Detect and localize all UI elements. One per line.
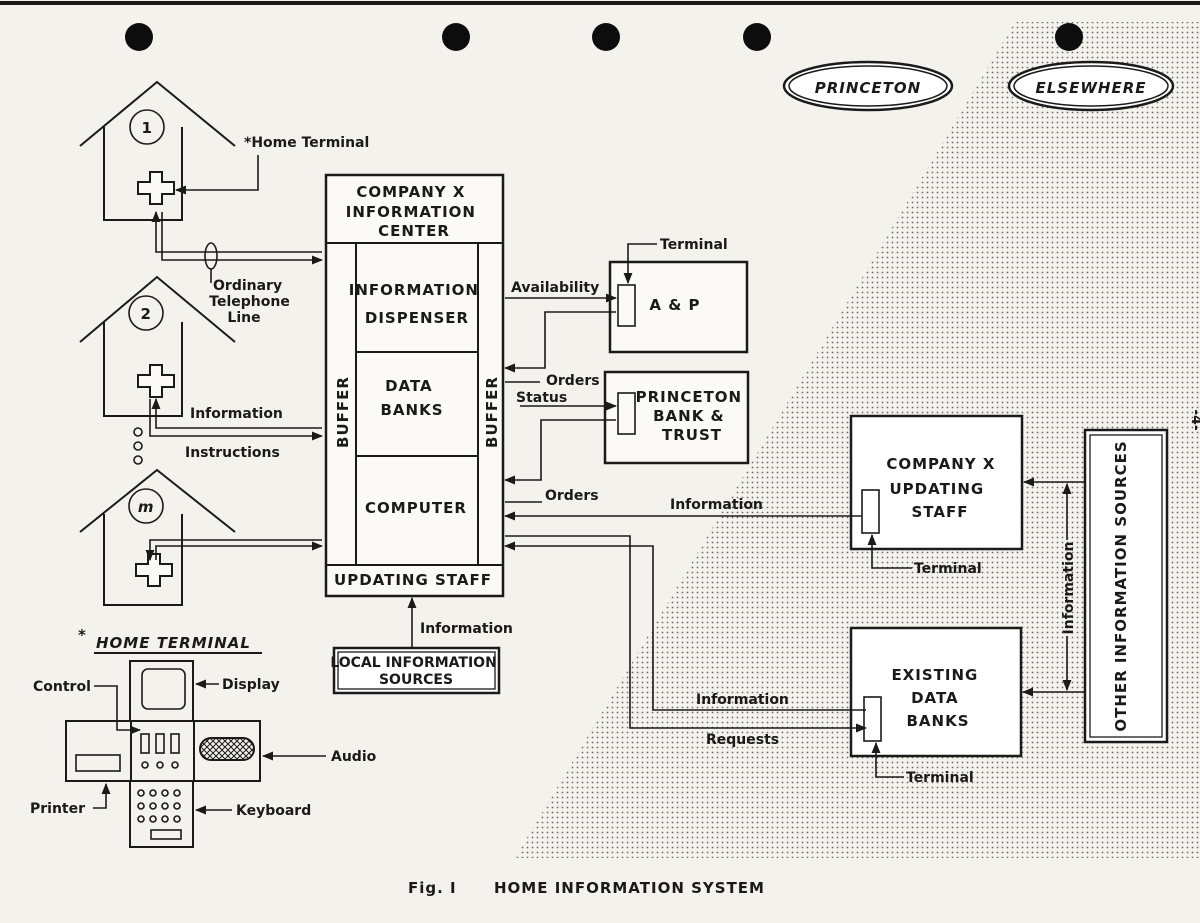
requests-label: Requests (706, 732, 779, 748)
svg-text:LOCAL INFORMATION SOURCE: LOCAL INFORMATION SOURCES (330, 655, 501, 688)
existing-information-label: Information (696, 692, 789, 708)
punch-holes (125, 23, 1083, 51)
house-m: m (79, 468, 236, 606)
elsewhere-label: ELSEWHERE (1007, 60, 1175, 112)
bank-orders-arrow (503, 419, 616, 485)
center-title: COMPANY X INFORMATION CENTER (346, 183, 482, 240)
data-banks: DATA BANKS (380, 377, 443, 419)
svg-text:COMPANY X UPDATING: COMPANY X UPDATING STAFF (886, 455, 1001, 521)
ap-orders-arrow (503, 311, 616, 373)
orders-label: Orders (545, 488, 599, 504)
legend-audio-label: Audio (331, 749, 377, 765)
instructions-label: Instructions (185, 445, 280, 461)
page-number: -4- (1188, 409, 1200, 431)
availability-text: Availability (511, 280, 599, 296)
ap-terminal-pointer (623, 243, 657, 285)
princeton-text: PRINCETON (815, 79, 921, 97)
local-information-label: Information (420, 621, 513, 637)
information-label: Information (190, 406, 283, 422)
orders-status-label: Orders Status (516, 373, 604, 406)
ap-terminal-label: Terminal (660, 237, 728, 253)
legend-control-pointer (94, 685, 142, 735)
house-2-link (149, 397, 324, 441)
updating-terminal-label: Terminal (914, 561, 982, 577)
home-terminal-icon (137, 171, 175, 205)
home-terminal-drawing (65, 660, 261, 848)
home-terminal-icon (137, 364, 175, 398)
figure-title: HOME INFORMATION SYSTEM (494, 879, 765, 897)
home-terminal-icon (135, 553, 173, 587)
legend-control-label: Control (33, 679, 91, 695)
house-m-link (145, 539, 324, 562)
existing-information-arrow (503, 541, 866, 711)
updating-staff-box: COMPANY X UPDATING STAFF (849, 414, 1024, 551)
svg-text:A & P: A & P (649, 296, 700, 314)
legend-keyboard-label: Keyboard (236, 803, 311, 819)
svg-text:PRINCETON BANK & T: PRINCETON BANK & TRUST (636, 388, 749, 444)
vertical-information-label: Information (1061, 542, 1077, 635)
house-2: 2 (79, 275, 236, 417)
existing-terminal-label: Terminal (906, 770, 974, 786)
figure-number: Fig. I (408, 879, 457, 897)
princeton-label: PRINCETON (782, 60, 954, 112)
home-terminal-label: *Home Terminal (244, 135, 369, 151)
house-m-number: m (138, 498, 154, 516)
computer: COMPUTER (365, 499, 467, 517)
center-updating-staff: UPDATING STAFF (334, 571, 492, 589)
information-center (324, 173, 505, 598)
house-2-number: 2 (141, 305, 152, 323)
house-1-number: 1 (142, 119, 153, 137)
ellipsis-dots (133, 427, 143, 465)
elsewhere-text: ELSEWHERE (1036, 79, 1147, 97)
legend-printer-label: Printer (30, 801, 85, 817)
local-information-sources: LOCAL INFORMATION SOURCES (330, 646, 501, 695)
information-dispenser: INFORMATION DISPENSER (349, 281, 485, 327)
existing-terminal-pointer (871, 741, 904, 778)
ordinary-telephone-line-label: Ordinary Telephone Line (209, 278, 294, 326)
house-1-link (151, 210, 324, 283)
svg-text:OTHER INFORMATION SOURCES: OTHER INFORMATION SOURCES (1112, 440, 1130, 731)
svg-text:EXISTING DATA BANK: EXISTING DATA BANKS (891, 666, 984, 730)
legend-star: * (78, 626, 86, 644)
home-terminal-pointer (174, 155, 259, 195)
house-1: 1 (79, 80, 236, 221)
legend-printer-pointer (93, 782, 111, 809)
legend-display-label: Display (222, 677, 280, 693)
existing-data-banks: EXISTING DATA BANKS (849, 626, 1023, 758)
requests-arrow (505, 535, 868, 733)
left-buffer: BUFFER (334, 376, 352, 448)
princeton-bank: PRINCETON BANK & TRUST (603, 370, 750, 465)
updating-information-label: Information (670, 497, 763, 513)
other-information-sources: OTHER INFORMATION SOURCES (1083, 428, 1169, 744)
updating-terminal-pointer (867, 533, 912, 569)
right-buffer: BUFFER (483, 376, 501, 448)
legend-title: HOME TERMINAL (96, 634, 251, 652)
ap-store: A & P (608, 260, 749, 354)
